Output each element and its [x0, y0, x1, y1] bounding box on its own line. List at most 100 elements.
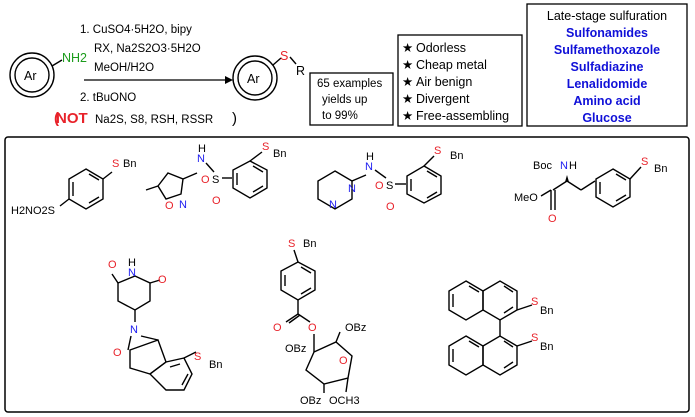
- svg-text:(: (: [54, 110, 59, 127]
- bn-label: Bn: [540, 305, 553, 317]
- product-s: S: [280, 49, 288, 63]
- feature-item: ★ Air benign: [402, 75, 472, 89]
- feature-label: Air benign: [416, 75, 472, 89]
- sulfur-label: S: [531, 296, 538, 308]
- molecule-lenalidomide: O N H O N O S Bn: [108, 257, 222, 391]
- sulfur-label: S: [434, 145, 441, 157]
- product-r: R: [296, 64, 305, 78]
- not-label: NOT: [56, 110, 88, 127]
- feature-label: Cheap metal: [416, 58, 487, 72]
- reactant-nh2: NH2: [62, 51, 87, 65]
- feature-item: ★ Divergent: [402, 92, 470, 106]
- so2-s-label: S: [212, 174, 219, 186]
- obz-label: OBz: [345, 322, 366, 334]
- svg-text:O: O: [212, 195, 221, 207]
- star-icon: ★: [402, 41, 413, 55]
- star-icon: ★: [402, 109, 413, 123]
- late-stage-item: Sulfadiazine: [571, 60, 644, 74]
- late-stage-item: Sulfamethoxazole: [554, 43, 660, 57]
- star-icon: ★: [402, 75, 413, 89]
- nitrogen-label: N: [130, 324, 138, 336]
- bn-label: Bn: [273, 148, 286, 160]
- step1-text: 1. CuSO4·5H2O, bipy: [80, 24, 192, 36]
- oxygen-label: O: [548, 213, 557, 225]
- product-ring-label: Ar: [247, 72, 260, 86]
- h2no2s-label: H2NO2S: [11, 205, 55, 217]
- svg-text:O: O: [113, 347, 122, 359]
- late-stage-item: Glucose: [582, 111, 631, 125]
- oxygen-label: O: [158, 274, 167, 286]
- step1-line2: RX, Na2S2O3·5H2O: [94, 43, 201, 55]
- h-label: H: [366, 151, 374, 163]
- bn-label: Bn: [303, 238, 316, 250]
- svg-text:O: O: [375, 180, 384, 192]
- feature-label: Divergent: [416, 92, 470, 106]
- och3-label: OCH3: [329, 395, 360, 407]
- late-stage-item: Amino acid: [573, 94, 640, 108]
- sulfur-label: S: [112, 158, 119, 170]
- scope-line-1: 65 examples: [317, 78, 382, 90]
- svg-text:O: O: [386, 201, 395, 213]
- sulfur-label: S: [531, 332, 538, 344]
- oxygen-label: O: [165, 200, 174, 212]
- bn-label: Bn: [123, 158, 136, 170]
- svg-text:): ): [232, 110, 237, 127]
- nh-label: N: [365, 161, 373, 173]
- sulfur-label: S: [194, 351, 201, 363]
- nh-label: N: [560, 160, 568, 172]
- bn-label: Bn: [450, 150, 463, 162]
- product-arylsulfide: Ar S R: [232, 49, 305, 101]
- h-label: H: [569, 160, 577, 172]
- feature-item: ★ Odorless: [402, 41, 466, 55]
- svg-text:O: O: [201, 174, 210, 186]
- scope-box: 65 examples yields up to 99%: [309, 72, 394, 126]
- scope-line-2: yields up: [322, 94, 367, 106]
- sulfur-label: S: [262, 141, 269, 153]
- feature-item: ★ Free-assembling: [402, 109, 509, 123]
- feature-label: Odorless: [416, 41, 466, 55]
- not-list: Na2S, S8, RSH, RSSR: [95, 114, 213, 126]
- svg-text:O: O: [308, 322, 317, 334]
- nh-label: N: [197, 153, 205, 165]
- reactant-aniline: Ar NH2: [9, 51, 87, 98]
- molecule-glucose: S Bn O O O OBz OBz OBz OCH3: [273, 238, 366, 407]
- h-label: H: [128, 257, 136, 269]
- star-icon: ★: [402, 92, 413, 106]
- obz-label: OBz: [300, 395, 321, 407]
- nitrogen-label: N: [179, 199, 187, 211]
- oxygen-label: O: [339, 355, 348, 367]
- features-box: ★ Odorless ★ Cheap metal ★ Air benign ★ …: [397, 34, 523, 127]
- molecule-sulfamethoxazole: O N N H S O O S Bn: [145, 141, 286, 212]
- step1-line3: MeOH/H2O: [94, 62, 154, 74]
- bn-label: Bn: [540, 341, 553, 353]
- svg-text:O: O: [273, 322, 282, 334]
- molecule-sulfonamide: S Bn H2NO2S: [11, 158, 136, 217]
- sulfur-label: S: [288, 238, 295, 250]
- reactant-ring-label: Ar: [24, 69, 37, 83]
- step2-text: 2. tBuONO: [80, 92, 136, 104]
- h-label: H: [198, 143, 206, 155]
- feature-item: ★ Cheap metal: [402, 58, 487, 72]
- late-stage-box: Late-stage sulfuration Sulfonamides Sulf…: [526, 3, 688, 127]
- late-stage-item: Sulfonamides: [566, 26, 648, 40]
- nitrogen-label: N: [329, 199, 337, 211]
- scope-line-3: to 99%: [322, 110, 358, 122]
- examples-frame: [4, 136, 690, 413]
- meo-label: MeO: [514, 192, 538, 204]
- nitrogen-label: N: [128, 267, 136, 279]
- boc-label: Boc: [533, 160, 552, 172]
- late-stage-item: Lenalidomide: [567, 77, 648, 91]
- nitrogen-label: N: [348, 183, 356, 195]
- molecule-amino-acid: Boc N H MeO O S Bn: [514, 156, 667, 225]
- bn-label: Bn: [654, 163, 667, 175]
- molecule-sulfadiazine: N N N H S O O S Bn: [317, 145, 463, 213]
- molecule-binaphthyl: S Bn S Bn: [448, 280, 553, 376]
- feature-label: Free-assembling: [416, 109, 509, 123]
- late-stage-title: Late-stage sulfuration: [547, 9, 667, 23]
- reaction-conditions: 1. CuSO4·5H2O, bipy RX, Na2S2O3·5H2O MeO…: [54, 24, 237, 127]
- star-icon: ★: [402, 58, 413, 72]
- svg-text:O: O: [108, 259, 117, 271]
- sulfur-label: S: [641, 156, 648, 168]
- bn-label: Bn: [209, 359, 222, 371]
